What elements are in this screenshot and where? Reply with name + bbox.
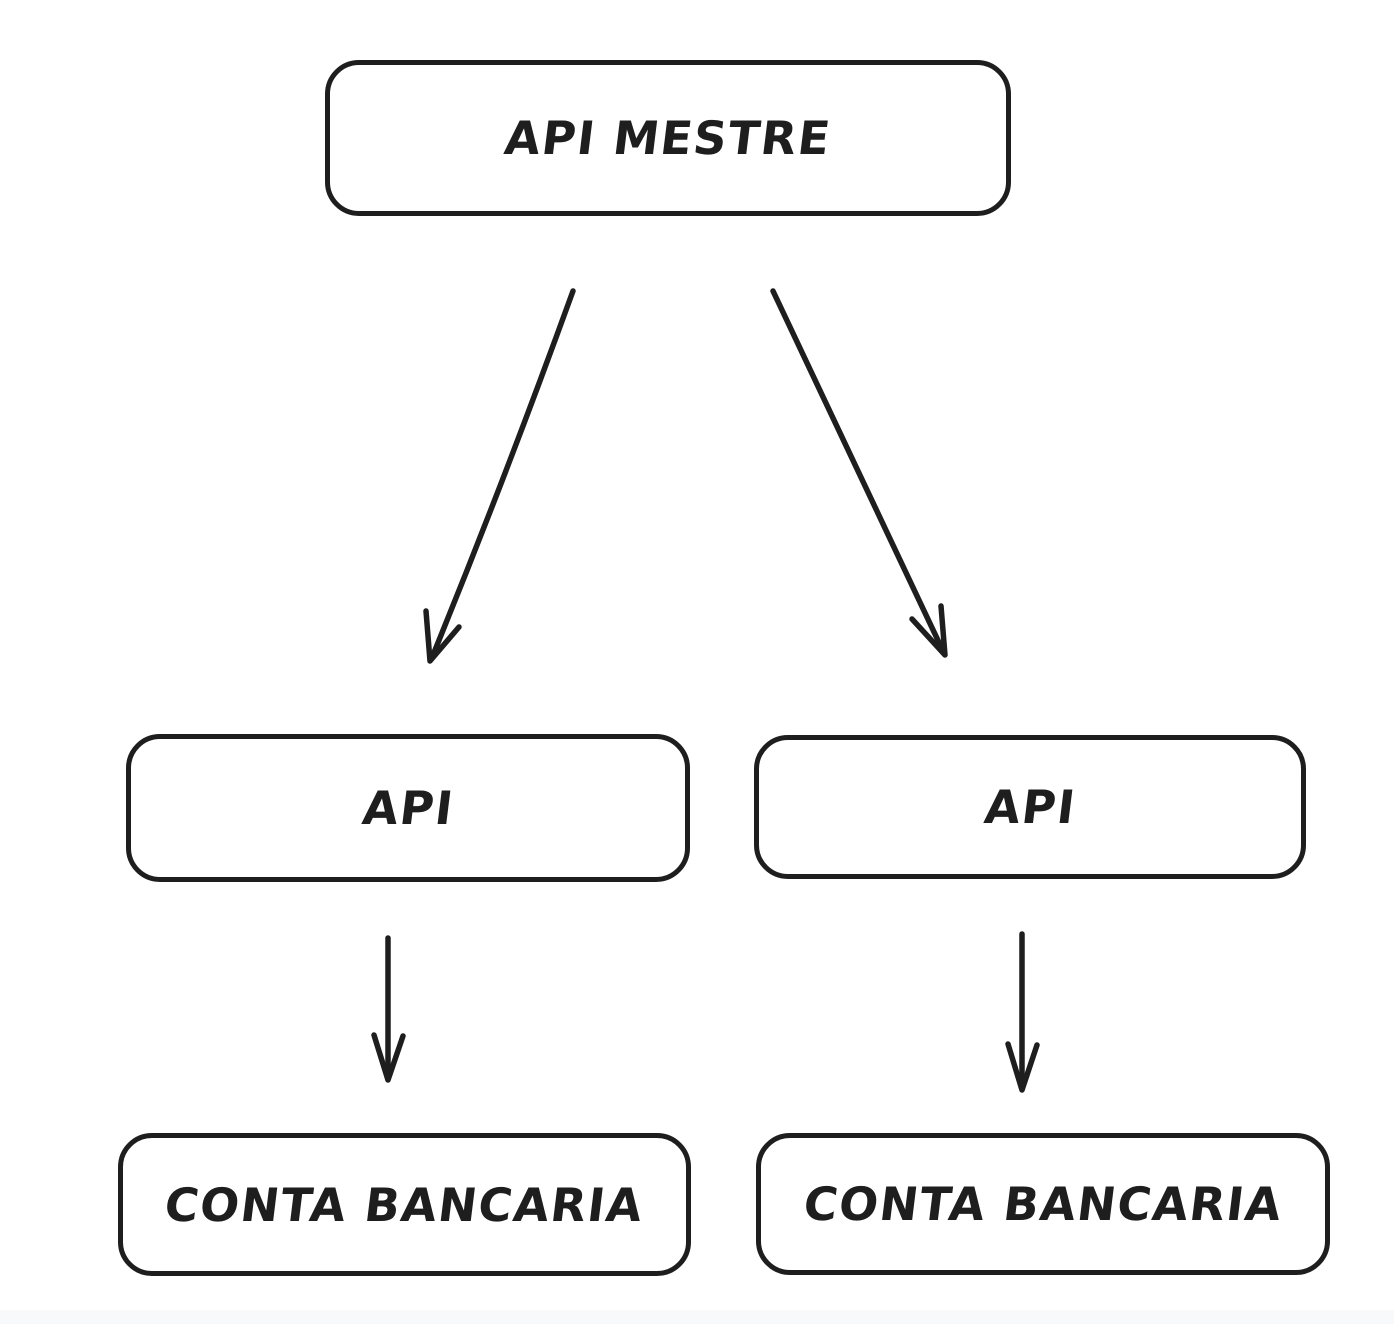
node-api-right-label: API: [981, 780, 1079, 834]
node-api-mestre: API MESTRE: [325, 60, 1011, 216]
node-conta-bancaria-left-label: CONTA BANCARIA: [161, 1177, 648, 1232]
node-conta-bancaria-left: CONTA BANCARIA: [118, 1133, 691, 1276]
arrow-api-left-to-conta-left: [371, 935, 406, 1083]
node-api-mestre-label: API MESTRE: [501, 111, 835, 165]
arrow-api-right-to-conta-right: [1005, 931, 1040, 1093]
node-api-right: API: [754, 735, 1306, 879]
node-conta-bancaria-right-label: CONTA BANCARIA: [800, 1177, 1286, 1231]
node-conta-bancaria-right: CONTA BANCARIA: [756, 1133, 1330, 1275]
node-api-left: API: [126, 734, 690, 882]
arrow-api-mestre-to-api-right: [770, 288, 948, 658]
node-api-left-label: API: [359, 781, 457, 835]
arrow-api-mestre-to-api-left: [423, 288, 576, 664]
footer-strip: [0, 1310, 1394, 1324]
